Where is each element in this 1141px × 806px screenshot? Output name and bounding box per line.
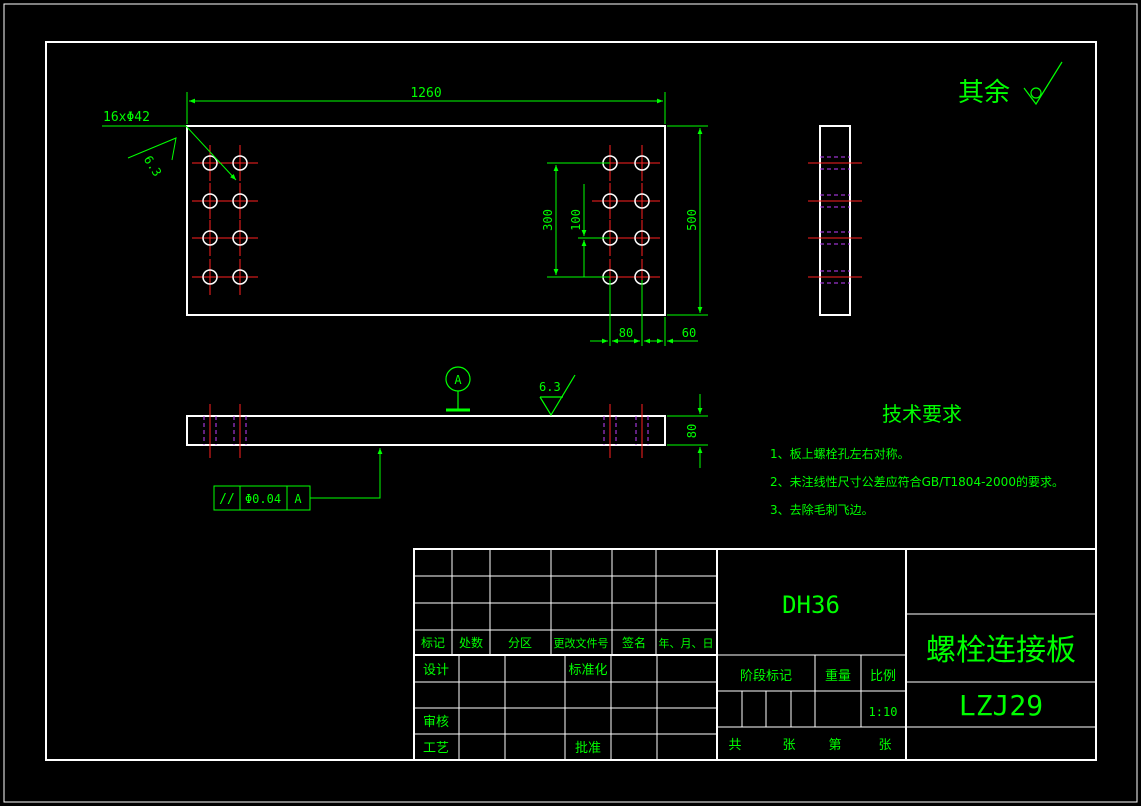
bolt-hole	[202, 269, 218, 285]
tb-total: 共	[728, 738, 741, 753]
dim-hole-pitch	[578, 184, 610, 277]
bolt-hole	[634, 155, 650, 171]
tb-standardize: 标准化	[568, 663, 607, 678]
plate-side-view	[819, 125, 851, 316]
tb-weight: 重量	[825, 668, 851, 684]
roughness-callout-top: 6.3	[141, 153, 164, 179]
tb-header-zone: 分区	[508, 636, 532, 650]
dim-hole-spacing-x-text: 80	[619, 326, 633, 340]
holes-note-leader	[102, 125, 237, 181]
bolt-hole-pattern	[192, 145, 660, 295]
tb-stage-mark: 阶段标记	[740, 669, 792, 684]
tb-design: 设计	[423, 663, 449, 678]
tolerance-frame	[213, 448, 383, 511]
bolt-hole	[602, 193, 618, 209]
tolerance-value: Φ0.04	[245, 492, 281, 506]
tb-process: 工艺	[423, 741, 449, 756]
surface-roughness-icon	[539, 374, 576, 417]
dim-hole-span-text: 300	[541, 209, 555, 231]
bolt-hole	[202, 155, 218, 171]
dim-hole-spacing-x	[590, 280, 698, 346]
tb-part-name: 螺栓连接板	[926, 633, 1076, 668]
tech-req-item-1: 1、板上螺栓孔左右对称。	[770, 446, 910, 461]
bolt-hole	[232, 269, 248, 285]
tb-material: DH36	[782, 591, 840, 619]
sheet-outer-border	[3, 3, 1138, 803]
general-roughness-label: 其余	[958, 78, 1010, 108]
holes-note-text: 16xΦ42	[103, 110, 150, 125]
tb-header-count: 处数	[459, 635, 483, 650]
bolt-hole	[634, 230, 650, 246]
bolt-hole	[232, 230, 248, 246]
tech-req-item-3: 3、去除毛刺飞边。	[770, 502, 874, 517]
dim-thickness-text: 80	[685, 424, 699, 438]
dim-overall-length	[186, 92, 666, 124]
tb-scale-value: 1:10	[869, 705, 898, 719]
tb-header-date: 年、月、日	[659, 636, 714, 650]
tolerance-symbol: //	[219, 492, 235, 507]
tb-sheet-no: 第	[828, 738, 841, 753]
side-view-hole-lines	[808, 156, 862, 284]
tb-sheets-2: 张	[878, 738, 891, 753]
bolt-hole	[232, 155, 248, 171]
tb-sheets: 张	[782, 738, 795, 753]
tb-scale-label: 比例	[870, 669, 896, 684]
tech-req-title: 技术要求	[882, 402, 962, 426]
plate-top-view	[186, 125, 666, 316]
dim-overall-width-text: 500	[685, 209, 699, 231]
tb-review: 审核	[423, 715, 449, 730]
dim-overall-length-text: 1260	[410, 86, 441, 101]
datum-a-label: A	[454, 373, 462, 387]
roughness-symbol-icon	[1023, 61, 1063, 106]
tb-header-change-doc: 更改文件号	[554, 636, 609, 650]
dim-overall-width	[667, 125, 708, 316]
dim-hole-pitch-text: 100	[569, 209, 583, 231]
tb-header-signature: 签名	[622, 635, 646, 650]
dim-thickness	[667, 394, 708, 468]
datum-a-symbol	[445, 366, 471, 412]
title-block-grid	[413, 548, 1097, 761]
tb-header-mark: 标记	[421, 636, 445, 650]
dim-hole-span	[547, 162, 610, 278]
bolt-hole	[202, 193, 218, 209]
tolerance-datum: A	[294, 492, 302, 506]
dim-edge-offset-text: 60	[682, 326, 696, 340]
bolt-hole	[202, 230, 218, 246]
plate-front-view	[186, 415, 666, 446]
roughness-callout-surface: 6.3	[539, 380, 561, 394]
tech-req-item-2: 2、未注线性尺寸公差应符合GB/T1804-2000的要求。	[770, 474, 1064, 489]
front-view-hole-lines	[203, 404, 649, 458]
bolt-hole	[634, 193, 650, 209]
tb-approve: 批准	[575, 741, 601, 756]
bolt-hole	[232, 193, 248, 209]
tb-drawing-no: LZJ29	[959, 689, 1043, 722]
